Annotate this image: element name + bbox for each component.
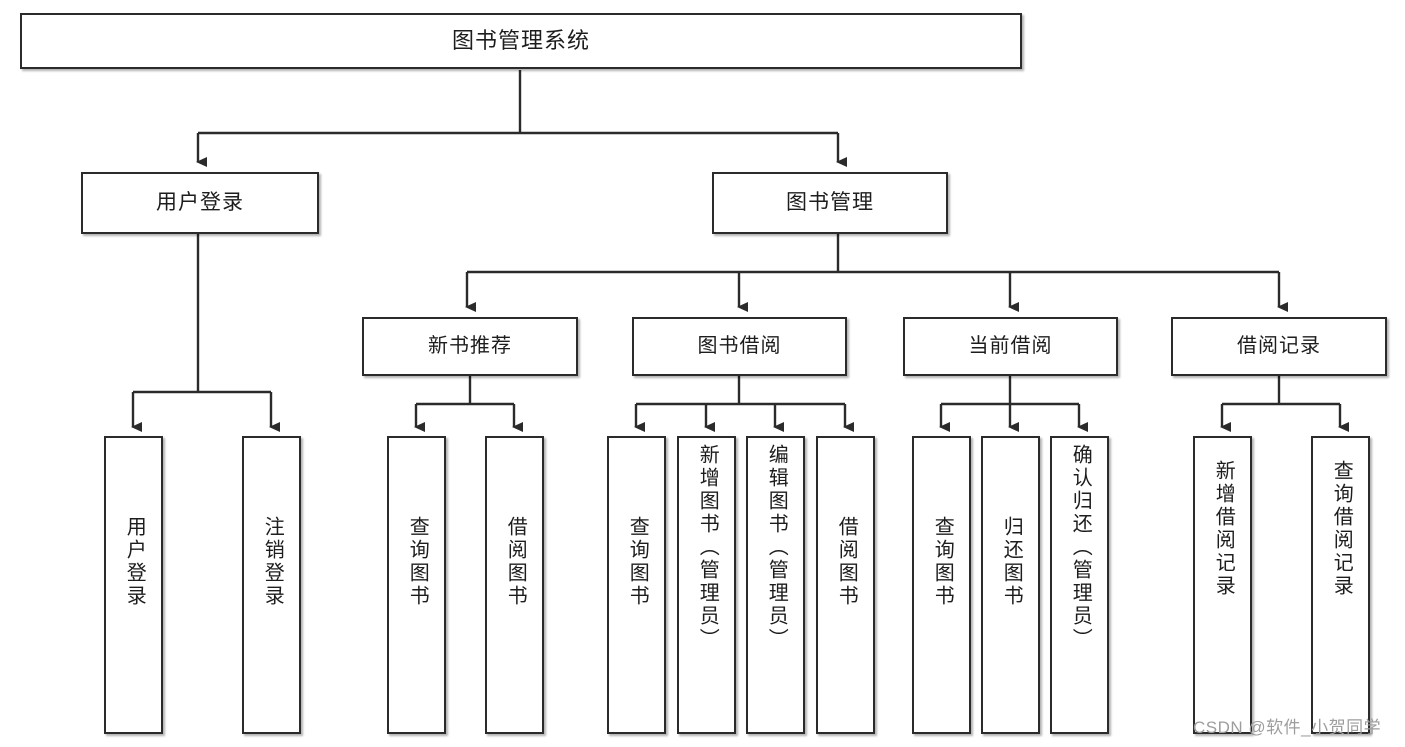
node-book-borrow[interactable]: 图书借阅	[632, 317, 847, 376]
node-label: 确认归还（管理员）	[1069, 444, 1092, 651]
node-label: 查询图书	[931, 516, 954, 608]
leaf-query-record[interactable]: 查询借阅记录	[1311, 436, 1370, 734]
node-label: 图书管理系统	[451, 28, 590, 54]
leaf-return-book[interactable]: 归还图书	[981, 436, 1040, 734]
node-label: 借阅图书	[504, 516, 527, 608]
node-label: 注销登录	[261, 516, 284, 608]
leaf-query-book-3[interactable]: 查询图书	[912, 436, 971, 734]
node-root-system[interactable]: 图书管理系统	[20, 13, 1022, 69]
leaf-edit-book[interactable]: 编辑图书（管理员）	[746, 436, 805, 734]
node-label: 新增图书（管理员）	[696, 444, 719, 651]
leaf-logout-login[interactable]: 注销登录	[242, 436, 301, 734]
node-label: 图书管理	[786, 190, 874, 214]
leaf-borrow-book-1[interactable]: 借阅图书	[485, 436, 544, 734]
leaf-query-book-2[interactable]: 查询图书	[607, 436, 666, 734]
leaf-query-book-1[interactable]: 查询图书	[387, 436, 446, 734]
node-book-manage[interactable]: 图书管理	[712, 172, 948, 234]
node-label: 借阅图书	[835, 516, 858, 608]
node-label: 新书推荐	[428, 335, 512, 357]
node-current-borrow[interactable]: 当前借阅	[903, 317, 1118, 376]
leaf-borrow-book-2[interactable]: 借阅图书	[816, 436, 875, 734]
leaf-user-login[interactable]: 用户登录	[104, 436, 163, 734]
leaf-confirm-return[interactable]: 确认归还（管理员）	[1050, 436, 1109, 734]
node-label: 用户登录	[123, 516, 146, 608]
node-label: 用户登录	[156, 190, 244, 214]
node-user-login[interactable]: 用户登录	[81, 172, 319, 234]
node-borrow-record[interactable]: 借阅记录	[1171, 317, 1387, 376]
node-label: 查询图书	[406, 516, 429, 608]
node-label: 图书借阅	[697, 335, 782, 357]
csdn-watermark: CSDN @软件_小贺同学	[1193, 718, 1382, 737]
node-new-book-recommend[interactable]: 新书推荐	[362, 317, 578, 376]
node-label: 编辑图书（管理员）	[765, 444, 788, 651]
leaf-add-book[interactable]: 新增图书（管理员）	[677, 436, 736, 734]
node-label: 查询图书	[626, 516, 649, 608]
node-label: 借阅记录	[1237, 335, 1321, 357]
node-label: 新增借阅记录	[1212, 460, 1235, 598]
leaf-add-record[interactable]: 新增借阅记录	[1193, 436, 1252, 734]
node-label: 查询借阅记录	[1330, 460, 1353, 598]
node-label: 当前借阅	[968, 335, 1053, 357]
node-label: 归还图书	[1000, 516, 1023, 608]
